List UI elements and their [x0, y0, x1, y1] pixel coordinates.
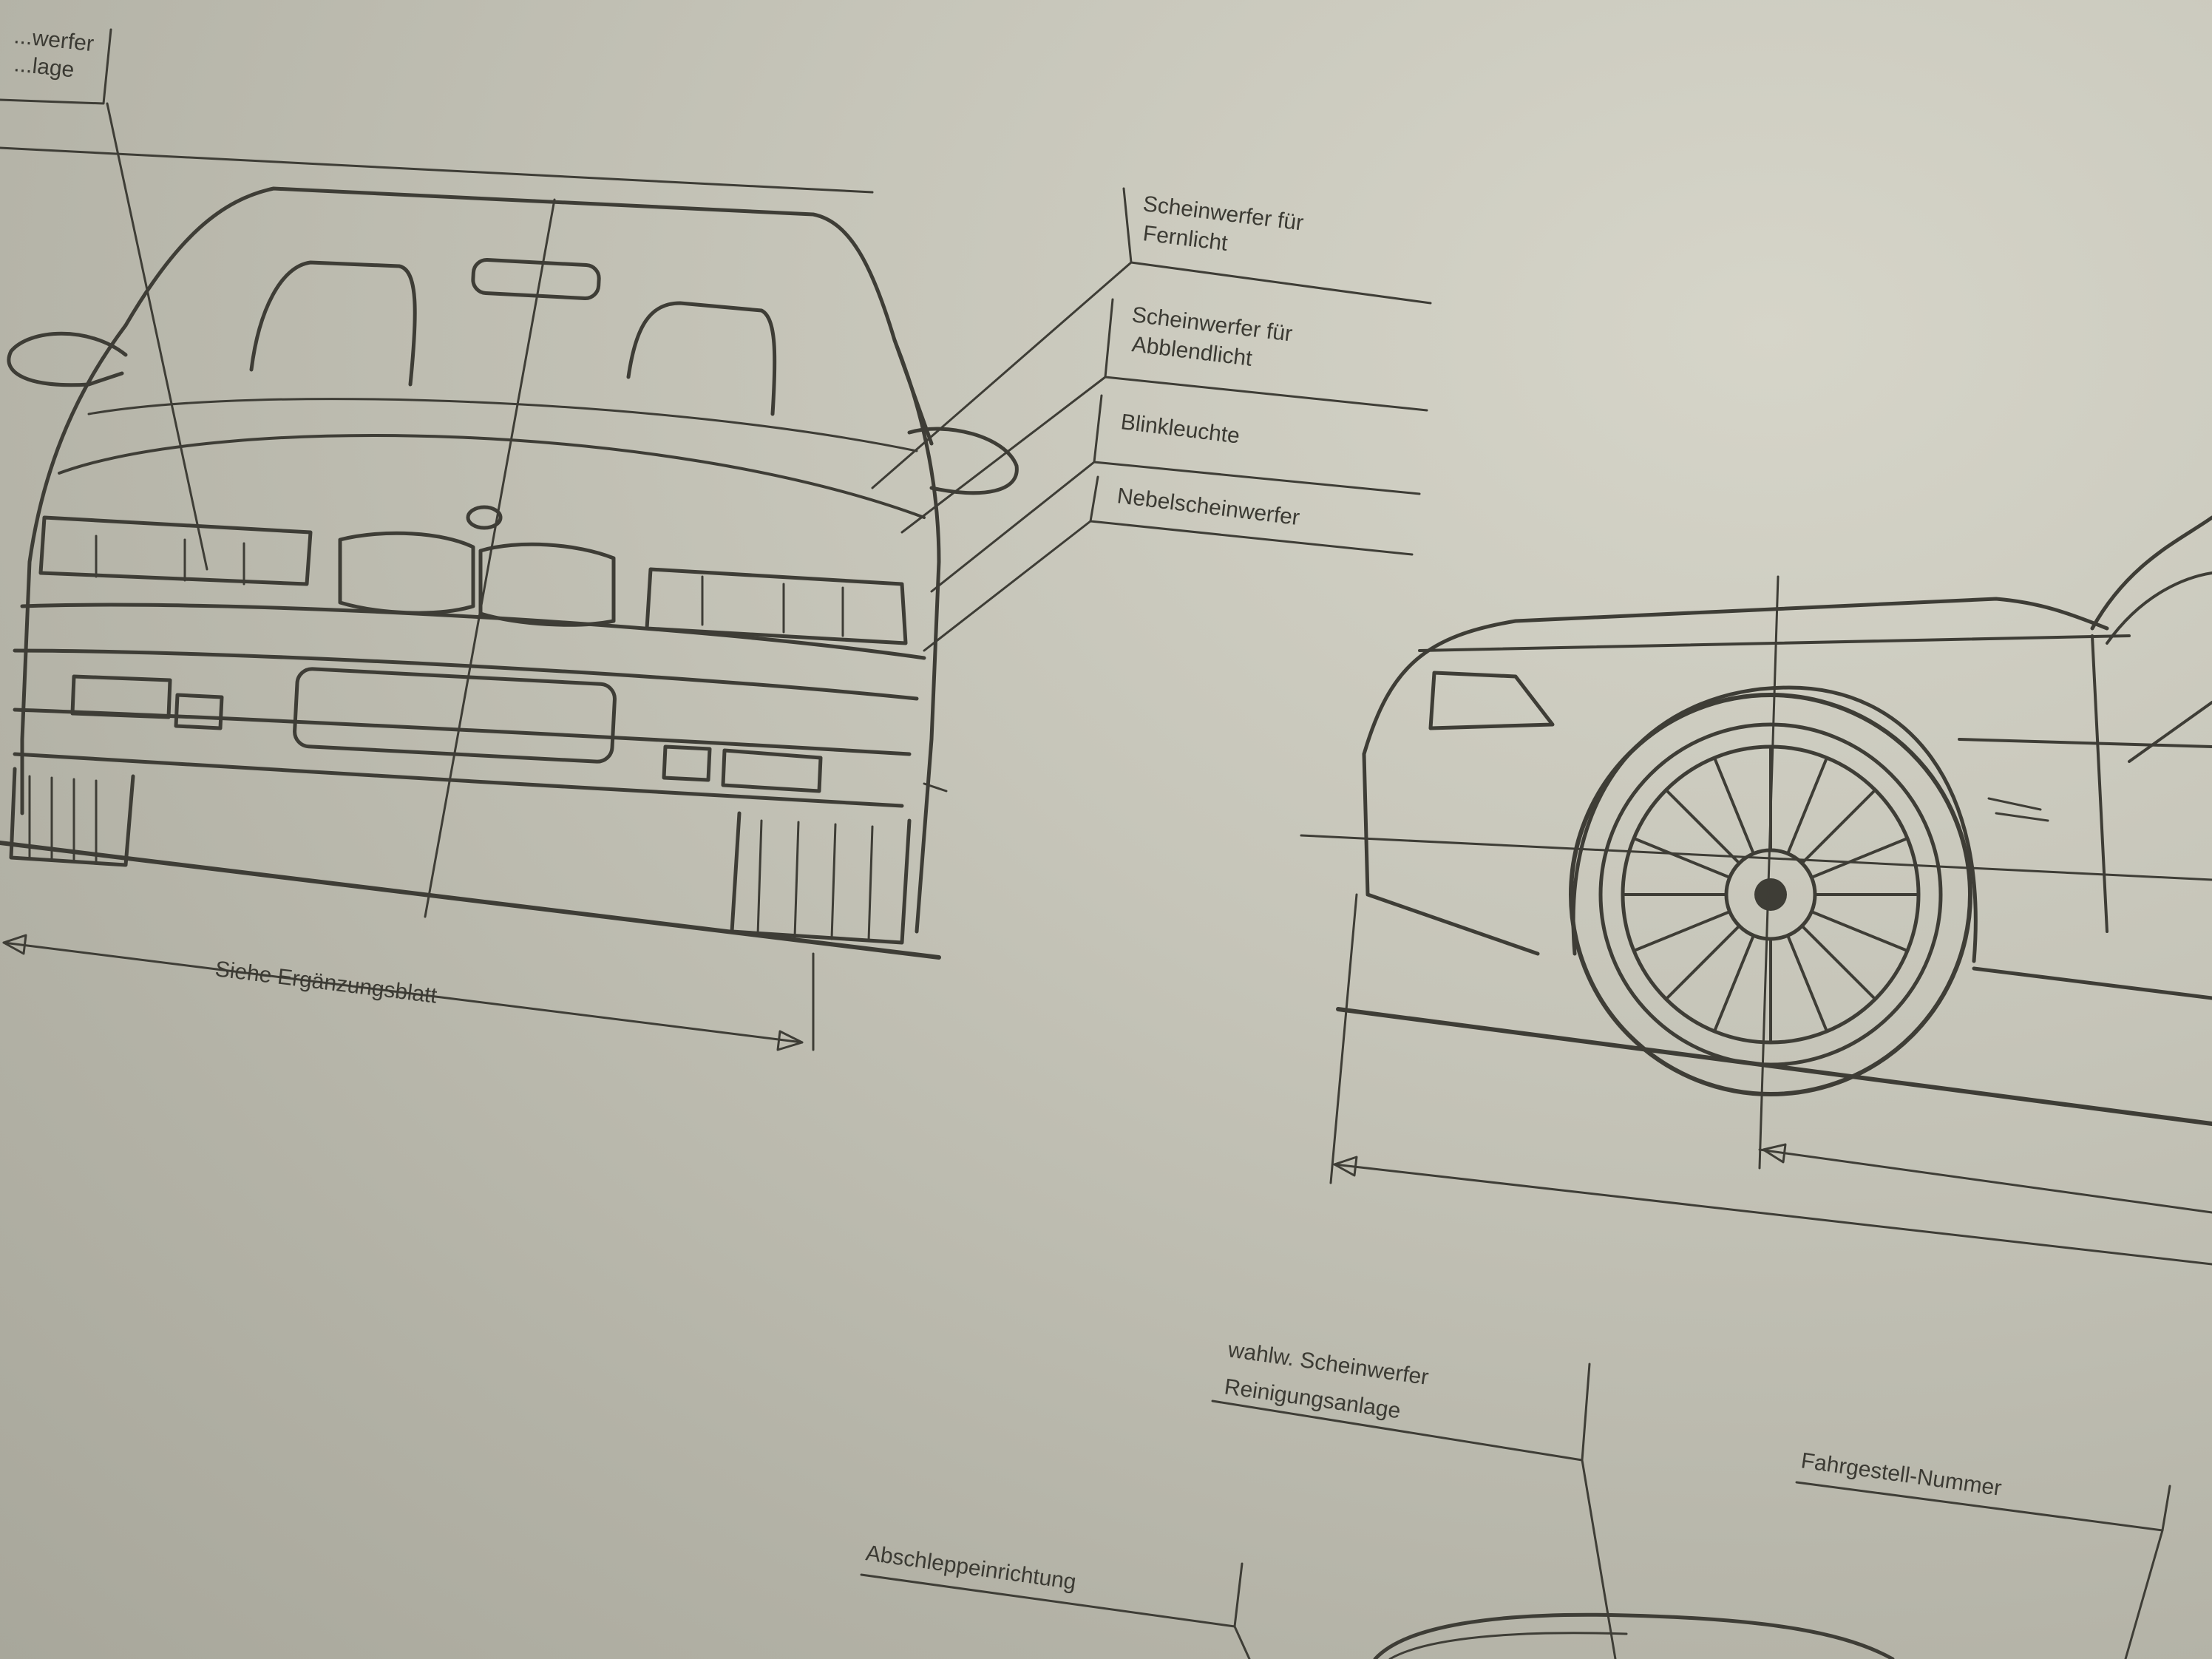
seat-right [626, 301, 777, 416]
wheelbase-dimension-line [1758, 1148, 2212, 1214]
label-chassis-number: Fahrgestell-Nummer [1799, 1448, 2003, 1501]
badge [466, 505, 503, 530]
rear-view-car-roof [1373, 1612, 1895, 1659]
headlight-left [38, 515, 313, 586]
tyre-right [730, 811, 912, 945]
lower-air-intake [293, 667, 617, 764]
front-wheel-tyre [1569, 693, 1972, 1096]
kidney-grille-right [478, 542, 616, 627]
side-mirror-right [907, 427, 1019, 495]
side-badge [1987, 797, 2049, 822]
fog-light-left [70, 674, 172, 719]
wheel-axis [1758, 575, 1780, 1170]
centre-axis-front [424, 198, 556, 918]
top-left-label-line2: ...lage [13, 52, 75, 82]
headlight-right [645, 567, 908, 645]
label-towing-eye: Abschleppeinrichtung [864, 1541, 1078, 1595]
windshield-frame [123, 186, 934, 446]
front-leader-lines [0, 28, 1432, 652]
top-left-label-line1: ...werfer [13, 24, 95, 56]
seat-left [249, 260, 417, 387]
label-dimension-note: Siehe Ergänzungsblatt [214, 957, 438, 1008]
ground-line-front [0, 841, 941, 960]
leader-indicator [1093, 394, 1421, 495]
fog-light-right [662, 744, 712, 782]
side-windshield [2090, 515, 2212, 631]
front-view-car [0, 146, 1019, 1051]
label-high-beam-line2: Fernlicht [1141, 221, 1229, 256]
width-dimension-line [2, 941, 804, 1044]
tyre-left [9, 767, 135, 867]
hub-cap [1754, 878, 1787, 911]
side-view-car [1300, 515, 2212, 1266]
bottom-callout-lines [860, 1363, 2171, 1659]
side-front-bumper [1362, 752, 1540, 956]
side-hood [1362, 597, 2109, 756]
side-mirror-left [7, 331, 128, 387]
ground-line-side [1336, 1007, 2212, 1126]
overhang-dimension-line [1333, 1163, 2212, 1266]
bumper-top [20, 603, 926, 660]
label-fog-light: Nebelscheinwerfer [1116, 484, 1301, 530]
callout-labels: ...werfer ...lage Scheinwerfer für Fernl… [13, 24, 2003, 1595]
side-headlight [1428, 671, 1555, 730]
kidney-grille-left [338, 531, 475, 615]
rear-view-mirror [471, 258, 601, 301]
label-indicator: Blinkleuchte [1119, 410, 1241, 448]
wheel-arch [1571, 685, 1978, 963]
